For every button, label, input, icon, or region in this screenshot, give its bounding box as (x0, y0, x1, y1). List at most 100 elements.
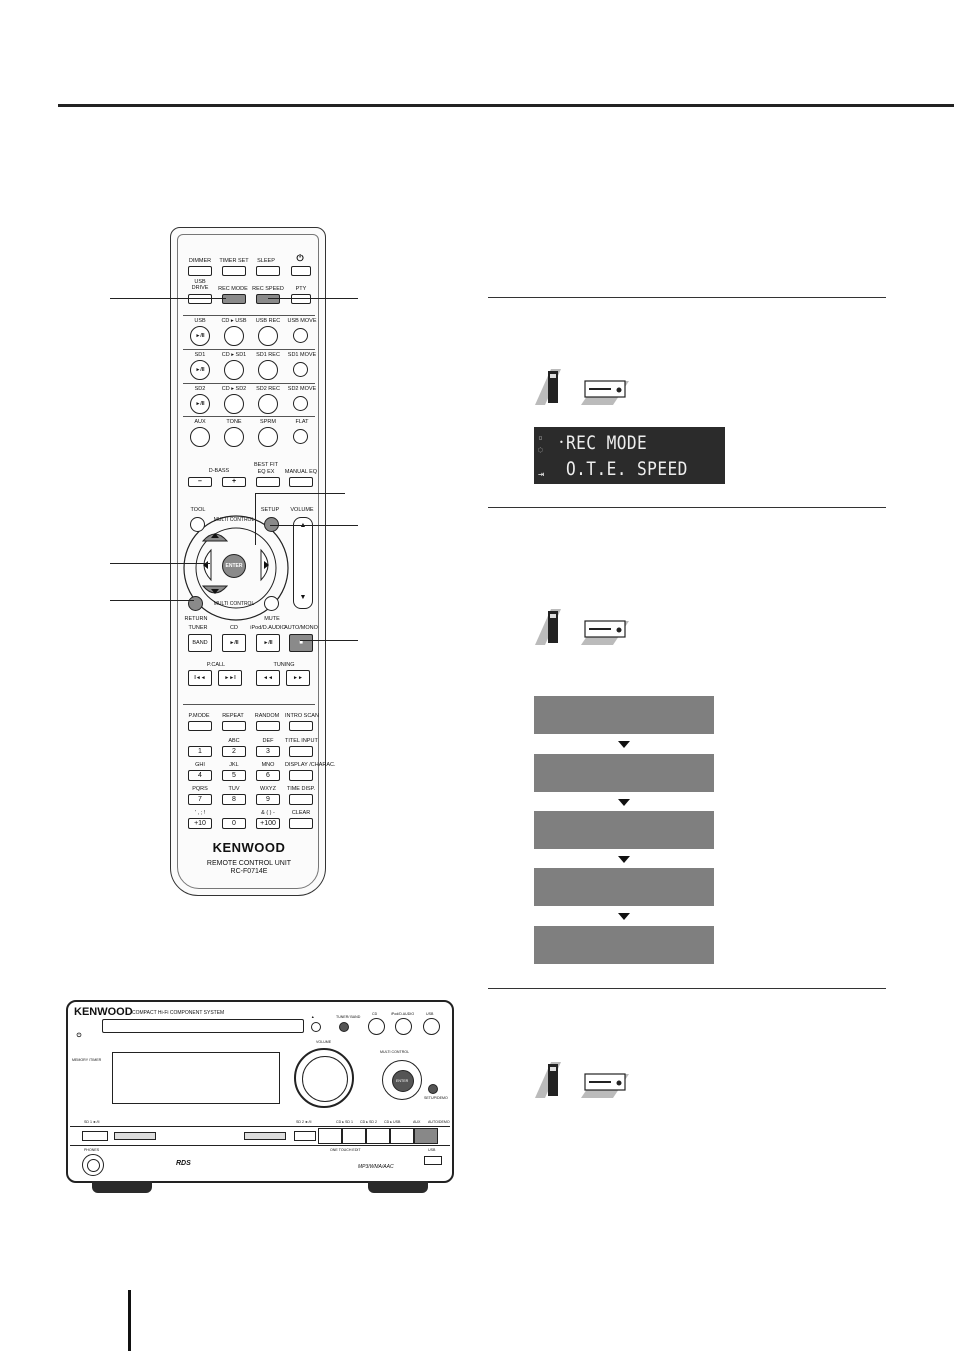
unit-multi-control-ring[interactable]: ENTER (382, 1060, 422, 1100)
usb-play-button[interactable] (423, 1018, 440, 1035)
keypad-key[interactable] (289, 770, 313, 781)
return-button[interactable] (188, 596, 203, 611)
keypad-key-caption: TUV (228, 786, 240, 792)
keypad-key[interactable]: 2 (222, 746, 246, 757)
fast-forward-button[interactable]: ►► (286, 670, 310, 686)
rec-speed-button[interactable] (256, 294, 280, 304)
pmode-button[interactable] (188, 721, 212, 731)
keypad-key[interactable]: 7 (188, 794, 212, 805)
timer-set-button[interactable] (222, 266, 246, 276)
dbass-minus-button[interactable]: – (188, 477, 212, 487)
keypad-key[interactable] (289, 794, 313, 805)
usb-port[interactable] (424, 1156, 442, 1165)
sd1-play-button[interactable]: ►/II (190, 360, 210, 380)
keypad-key[interactable]: 9 (256, 794, 280, 805)
sd2-play-button[interactable]: ►/II (190, 394, 210, 414)
tuner-band-button[interactable] (339, 1022, 349, 1032)
enter-button[interactable]: ENTER (222, 554, 246, 578)
sd1-move-button[interactable] (293, 362, 308, 377)
tone-button[interactable] (224, 427, 244, 447)
cd-play-button[interactable] (368, 1018, 385, 1035)
sd1-rec-button[interactable] (258, 360, 278, 380)
mute-button[interactable] (264, 596, 279, 611)
eq-ex-button[interactable] (256, 477, 280, 487)
next-icon: ►►I (224, 675, 236, 681)
prev-button[interactable]: I◄◄ (188, 670, 212, 686)
cd-usb-button[interactable] (366, 1128, 390, 1144)
down-arrow-button[interactable] (201, 584, 229, 600)
random-button[interactable] (256, 721, 280, 731)
callout-left-arrow (110, 563, 210, 564)
up-arrow-button[interactable] (201, 527, 229, 543)
sleep-button[interactable] (256, 266, 280, 276)
rewind-button[interactable]: ◄◄ (256, 670, 280, 686)
aux-button[interactable] (390, 1128, 414, 1144)
next-button[interactable]: ►►I (218, 670, 242, 686)
left-arrow-button[interactable] (199, 548, 213, 582)
keypad-key-caption: JKL (229, 762, 239, 768)
aux-button[interactable] (190, 427, 210, 447)
flat-button[interactable] (293, 429, 308, 444)
ipod-play-button[interactable]: ►/II (256, 634, 280, 652)
keypad-key[interactable] (289, 746, 313, 757)
keypad-key[interactable] (289, 818, 313, 829)
band-label: BAND (192, 640, 208, 646)
sd2-rec-button[interactable] (258, 394, 278, 414)
keypad-key[interactable]: 3 (256, 746, 280, 757)
cd-sd2-button[interactable] (224, 394, 244, 414)
auto-demo-button[interactable] (414, 1128, 438, 1144)
pty-button[interactable] (291, 294, 311, 304)
auto-demo-label: AUTO/DEMO (428, 1120, 450, 1124)
setup-button[interactable] (264, 517, 279, 532)
sd1-label: SD1 (194, 352, 206, 358)
keypad-key[interactable]: 0 (222, 818, 246, 829)
lcd-indicator-icon: ◌ (538, 445, 543, 454)
cd-usb-button[interactable] (224, 326, 244, 346)
keypad-key[interactable]: 1 (188, 746, 212, 757)
volume-rocker[interactable]: ▲ ▼ (293, 517, 313, 609)
tuner-band-button[interactable]: BAND (188, 634, 212, 652)
keypad-key-number: 2 (232, 748, 236, 755)
sd2-play-button[interactable] (294, 1131, 316, 1141)
keypad-key[interactable]: 5 (222, 770, 246, 781)
rec-mode-button[interactable] (222, 294, 246, 304)
cd-sd2-button[interactable] (342, 1128, 366, 1144)
keypad-key[interactable]: +100 (256, 818, 280, 829)
stop-button[interactable]: ■ (289, 634, 313, 652)
usb-drive-button[interactable] (188, 294, 212, 304)
sd1-play-button[interactable] (82, 1131, 108, 1141)
lcd-line-2: O.T.E. SPEED (566, 458, 688, 480)
cd-sd1-button[interactable] (224, 360, 244, 380)
dimmer-button[interactable] (188, 266, 212, 276)
intro-scan-button[interactable] (289, 721, 313, 731)
unit-subtitle: COMPACT Hi-Fi COMPONENT SYSTEM (132, 1010, 225, 1016)
usb-play-button[interactable]: ►/II (190, 326, 210, 346)
sd2-move-button[interactable] (293, 396, 308, 411)
usb-rec-button[interactable] (258, 326, 278, 346)
keypad-key[interactable]: 8 (222, 794, 246, 805)
eject-button[interactable] (311, 1022, 321, 1032)
setup-demo-button[interactable] (428, 1084, 438, 1094)
cd-sd2-label: CD ▸ SD2 (221, 386, 247, 392)
tool-button[interactable] (190, 517, 205, 532)
manual-eq-button[interactable] (289, 477, 313, 487)
callout-stop (300, 640, 358, 641)
cd-sd1-button[interactable] (318, 1128, 342, 1144)
repeat-button[interactable] (222, 721, 246, 731)
keypad-key[interactable]: 4 (188, 770, 212, 781)
power-button[interactable] (291, 266, 311, 276)
dbass-plus-button[interactable]: + (222, 477, 246, 487)
ipod-play-button[interactable] (395, 1018, 412, 1035)
volume-knob[interactable] (294, 1048, 354, 1108)
headphone-jack[interactable] (82, 1154, 104, 1176)
step-divider-1 (488, 297, 886, 298)
play-pause-icon: ►/II (263, 640, 273, 646)
keypad-key-caption: WXYZ (260, 786, 276, 792)
unit-enter-button[interactable]: ENTER (392, 1070, 414, 1092)
usb-move-button[interactable] (293, 328, 308, 343)
keypad-key[interactable]: +10 (188, 818, 212, 829)
right-arrow-button[interactable] (259, 548, 273, 582)
sprm-button[interactable] (258, 427, 278, 447)
keypad-key[interactable]: 6 (256, 770, 280, 781)
cd-play-button[interactable]: ►/II (222, 634, 246, 652)
